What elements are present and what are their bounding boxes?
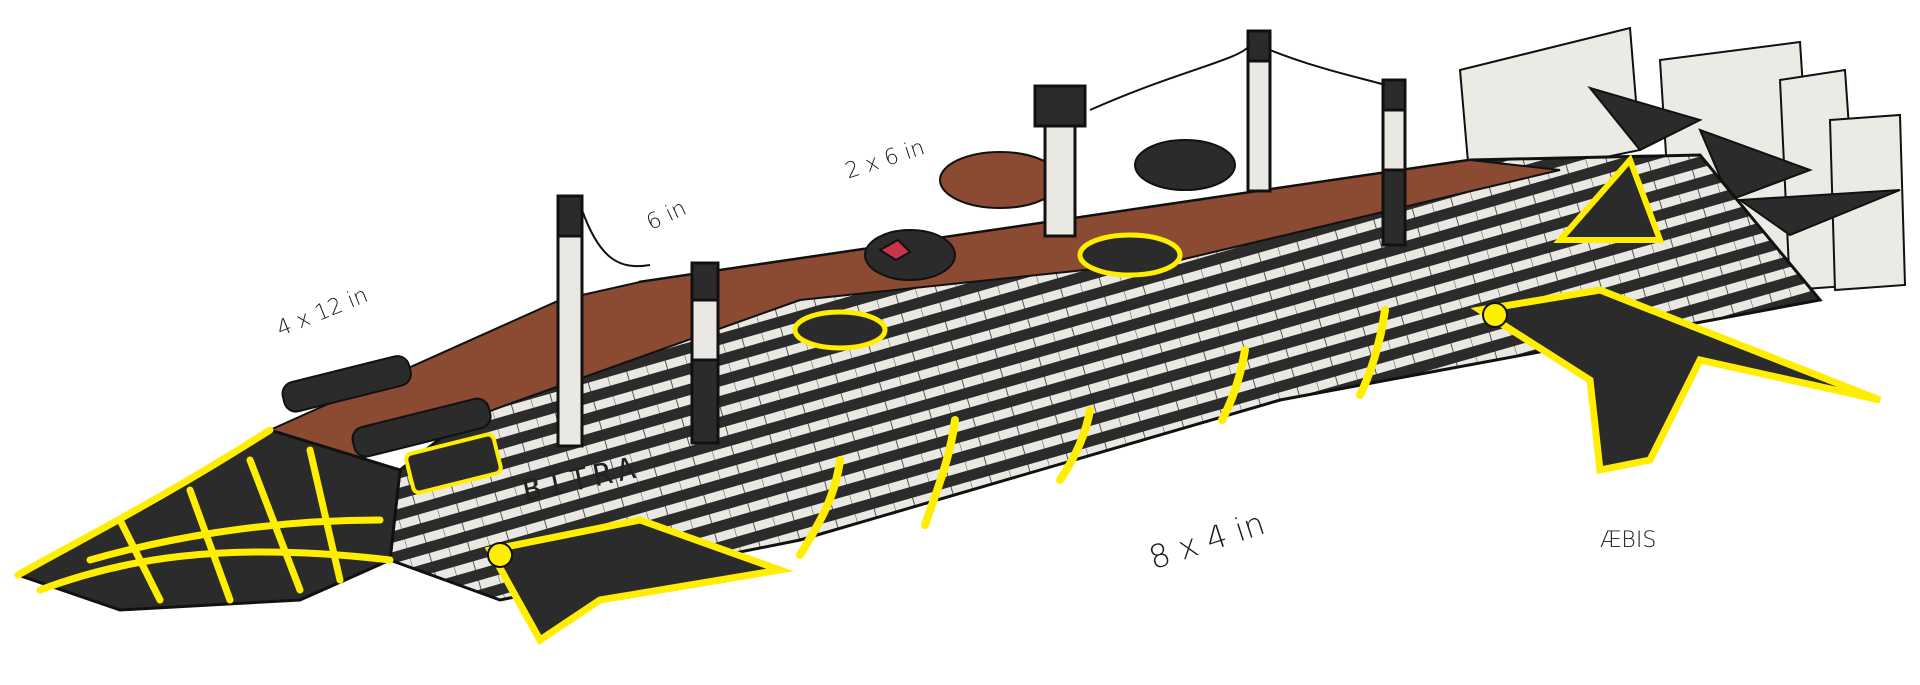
bow-guns bbox=[281, 355, 503, 495]
turrets bbox=[792, 139, 1236, 351]
funnels bbox=[556, 29, 1407, 448]
hull bbox=[14, 153, 1882, 646]
annotation-stern-label: ÆBIS bbox=[1600, 528, 1657, 553]
